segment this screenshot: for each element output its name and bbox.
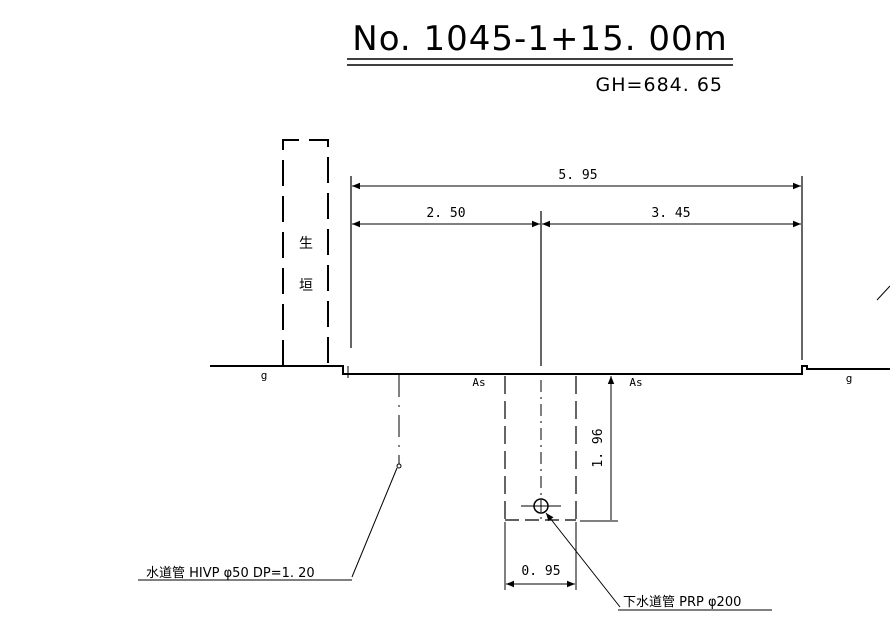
dimension-left-width: 2. 50 [426, 206, 465, 221]
sewer-pipe-note: 下水道管 PRP φ200 [623, 595, 741, 610]
hedge-label-top: 生 [299, 236, 313, 252]
ground-height-label: GH=684. 65 [596, 74, 723, 96]
surface-label-left-road: As [472, 376, 485, 389]
dimension-total-width: 5. 95 [558, 168, 597, 183]
right-edge-structure [876, 285, 890, 301]
surface-label-right-edge: g [846, 372, 853, 385]
hedge-label-bottom: 垣 [299, 278, 313, 294]
sewer-pipe-leader [545, 512, 621, 608]
ground-profile [210, 365, 890, 375]
water-pipe-note: 水道管 HIVP φ50 DP=1. 20 [146, 566, 315, 581]
surface-label-right-road: As [629, 376, 642, 389]
dimension-trench-width: 0. 95 [521, 564, 560, 579]
surface-label-left-edge: g [261, 369, 268, 382]
sewer-trench [504, 376, 577, 521]
dimension-sewer-depth: 1. 96 [591, 428, 606, 467]
dimension-right-width: 3. 45 [651, 206, 690, 221]
station-title: No. 1045-1+15. 00m [352, 19, 727, 59]
water-pipe-marker [396, 463, 402, 469]
water-pipe-leader [351, 467, 398, 578]
hedge [282, 139, 329, 366]
